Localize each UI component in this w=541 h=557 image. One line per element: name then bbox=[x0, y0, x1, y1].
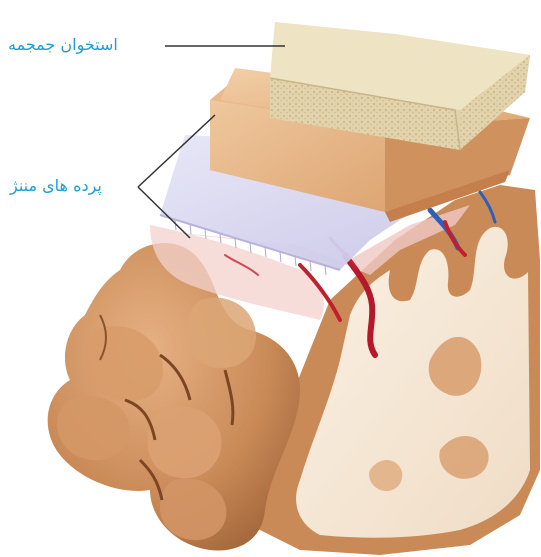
meninges-label: پرده های مننژ bbox=[10, 176, 132, 195]
skull-label: استخوان جمجمه bbox=[8, 35, 158, 54]
